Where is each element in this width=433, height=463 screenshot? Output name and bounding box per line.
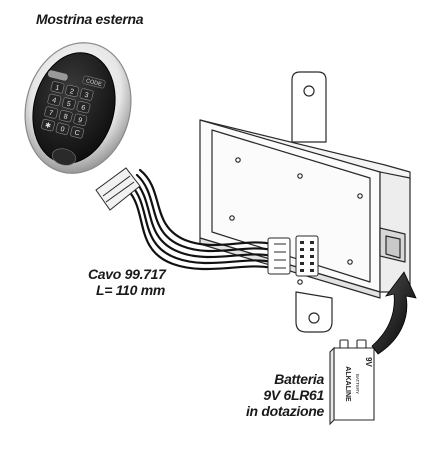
bottom-tab-hole [308,312,320,324]
battery-label-line2: 9V 6LR61 [263,387,324,403]
keypad-key-label: 8 [63,113,69,121]
keypad-key [58,109,73,123]
code-key-label: CODE [85,78,102,88]
rivet [297,279,303,285]
keypad-key-label: C [74,129,81,137]
rivet [297,173,303,179]
keypad-key-label: 6 [80,104,86,112]
keypad-key-label: 0 [60,126,66,134]
keypad-key [55,122,70,135]
battery-9v: ALKALINE BATTERY 9V [329,339,375,426]
keypad-key-label: 2 [69,88,75,96]
keypad-key-label: 3 [84,92,90,100]
keypad-key-label: 1 [54,84,60,92]
cable-label-line1: Cavo 99.717 [88,266,166,282]
rivet [229,215,235,221]
keypad-key [76,100,91,114]
rivet [235,157,241,163]
rivet [357,193,363,199]
keypad-key [73,113,88,126]
keypad-key [65,84,79,98]
box-inner-frame [211,129,371,283]
keypad-key [41,118,55,132]
external-plate-label: Mostrina esterna [36,11,144,27]
insertion-arrow [371,271,417,355]
keypad-key [70,126,85,139]
keypad-key [50,81,65,94]
lock-bolt-slot [385,235,401,259]
keypad-key-label: 5 [66,101,72,109]
code-key [82,75,106,89]
battery-label-line1: Batteria [274,371,324,387]
top-mounting-tab [291,71,327,143]
pcb-connector [295,235,319,277]
battery-label-line3: in dotazione [245,403,324,419]
keypad-key [47,93,62,107]
keypad-key-label: 9 [77,117,83,125]
keypad-indicator [47,70,68,81]
cable-label-line2: L= 110 mm [96,282,166,298]
rivet [347,259,353,265]
connection-cable [126,168,274,271]
battery-brand: ALKALINE [344,366,351,402]
battery-terminal [339,339,349,349]
keypad-bottom-knob [51,148,77,166]
lock-body [199,71,411,333]
battery-voltage: 9V [364,357,373,367]
cable-plug-keypad-side [95,167,141,211]
battery-terminal [356,339,367,349]
keypad-key-label: 7 [48,110,54,118]
battery-subtext: BATTERY [355,374,360,394]
keypad-key [61,97,76,110]
top-tab-hole [303,85,315,97]
keypad-key-label: ✱ [44,121,52,130]
keypad-key [44,106,59,119]
keypad-key [79,88,94,101]
cable-plug-lock-side [267,237,291,275]
bottom-mounting-tab [295,291,333,333]
keypad-key-label: 4 [51,97,57,105]
